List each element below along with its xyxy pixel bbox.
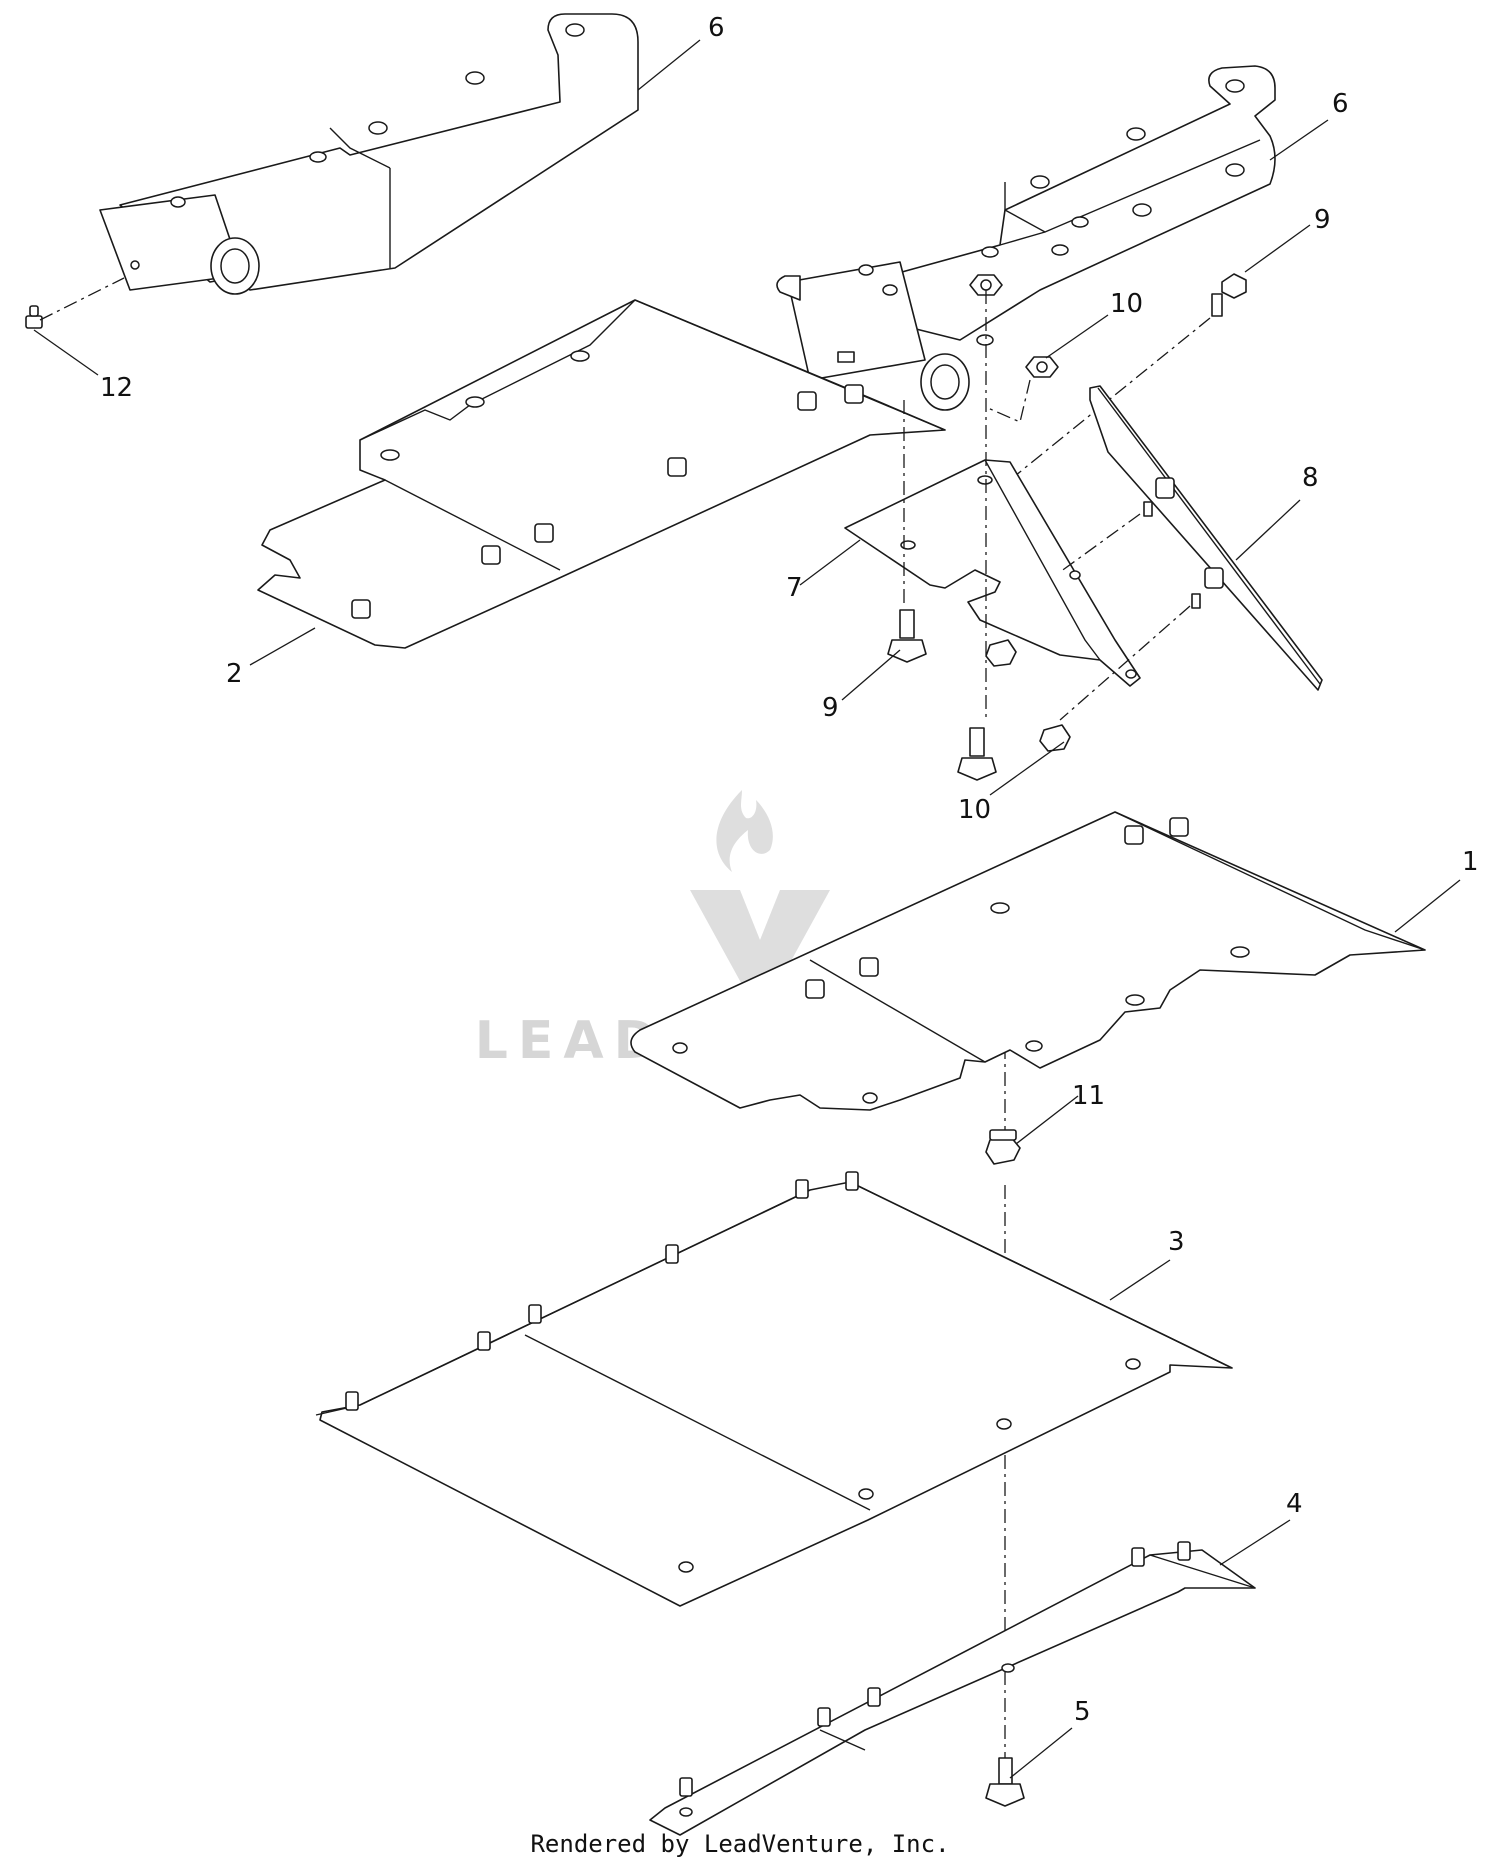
callout-8: 8 <box>1302 463 1319 493</box>
stud-row-plate-1 <box>805 817 1189 999</box>
callout-6-left: 6 <box>708 13 725 43</box>
stud-pair-part-8 <box>1143 477 1224 609</box>
chevron-logo-icon <box>690 890 830 990</box>
part-1-plate <box>630 811 1426 1111</box>
callout-2: 2 <box>226 659 243 689</box>
callout-10-upper: 10 <box>1110 289 1143 319</box>
assembly-axes <box>903 290 1006 1758</box>
part-8-bracket <box>1059 385 1323 721</box>
callout-7: 7 <box>786 573 803 603</box>
part-10-nuts-lower <box>985 639 1071 752</box>
callout-1: 1 <box>1462 847 1479 877</box>
callout-9-lower: 9 <box>822 693 839 723</box>
part-5-bolt <box>985 1757 1025 1807</box>
callout-10-lower: 10 <box>958 795 991 825</box>
callout-12: 12 <box>100 373 133 403</box>
footer-rendered-by: Rendered by LeadVenture, Inc. <box>530 1830 949 1858</box>
callout-3: 3 <box>1168 1227 1185 1257</box>
flame-icon <box>716 790 773 872</box>
callout-11: 11 <box>1072 1081 1105 1111</box>
part-6-left-arm <box>99 13 639 295</box>
part-11-nut <box>985 1129 1021 1165</box>
callout-6-right: 6 <box>1332 89 1349 119</box>
callout-labels: 6 6 12 9 10 8 7 2 9 10 1 11 3 4 5 <box>100 13 1479 1727</box>
callout-9-upper: 9 <box>1314 205 1331 235</box>
part-3-plate <box>315 1171 1233 1607</box>
callout-4: 4 <box>1286 1489 1303 1519</box>
part-12-fitting <box>25 277 125 329</box>
nut-on-arm <box>969 274 1003 296</box>
leader-lines <box>33 39 1461 1779</box>
callout-5: 5 <box>1074 1697 1091 1727</box>
part-9-bolts-lower <box>887 609 997 781</box>
part-2-plate <box>257 299 946 649</box>
part-6-right-arm <box>776 65 1276 411</box>
stud-row-plate-2 <box>351 384 864 619</box>
part-10-nut-upper <box>987 356 1059 423</box>
pin-row-part-4 <box>679 1541 1191 1797</box>
part-4-strip <box>649 1541 1256 1836</box>
pin-row-plate-3 <box>345 1171 859 1411</box>
